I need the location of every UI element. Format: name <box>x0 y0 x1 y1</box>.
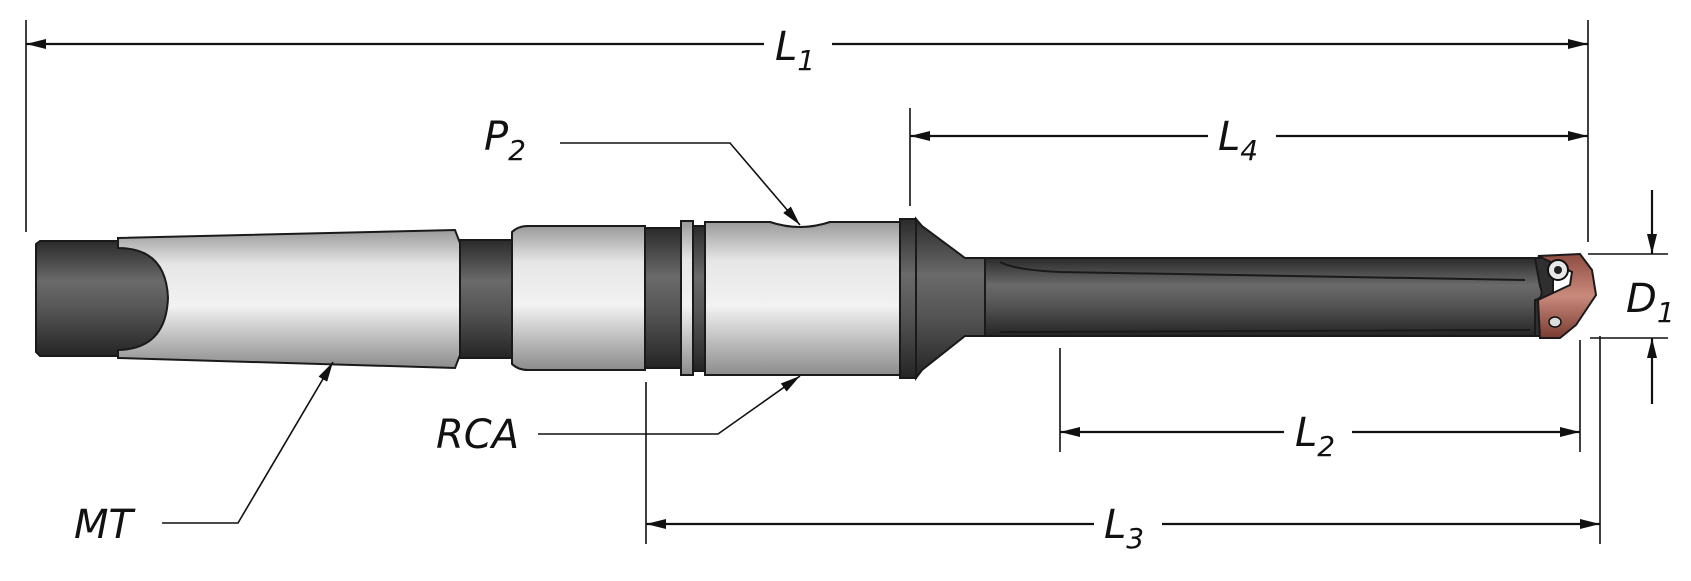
svg-text:L1: L1 <box>775 24 815 77</box>
tool-body <box>35 216 1598 381</box>
MT-label: MT <box>74 502 137 548</box>
callout-P2: P2 <box>484 114 801 226</box>
drill-flute <box>999 261 1531 333</box>
D1-label: D <box>1626 276 1657 322</box>
dimension-L3: L3 <box>646 502 1600 555</box>
holder-flange <box>899 218 917 379</box>
L1-label: L <box>775 24 797 70</box>
dimension-L1: L1 <box>26 24 1588 77</box>
RCA-label: RCA <box>436 412 519 458</box>
shank-tang <box>35 240 170 357</box>
holder-ring-gap <box>692 225 706 372</box>
svg-text:L3: L3 <box>1104 502 1144 555</box>
callout-MT: MT <box>74 361 334 548</box>
L4-label: L <box>1218 114 1240 160</box>
holder-collar <box>511 225 646 371</box>
L2-subscript: 2 <box>1317 430 1335 463</box>
L3-label: L <box>1104 502 1126 548</box>
dimension-D1: D1 <box>1626 190 1675 404</box>
holder-main-body <box>704 221 901 376</box>
callout-RCA: RCA <box>436 375 801 458</box>
svg-text:L4: L4 <box>1218 114 1258 167</box>
svg-text:L2: L2 <box>1295 410 1335 463</box>
svg-text:D1: D1 <box>1626 276 1675 329</box>
drill-body <box>984 257 1544 337</box>
holder-groove <box>644 227 682 369</box>
holder-ring <box>680 220 694 376</box>
L4-subscript: 4 <box>1240 134 1258 167</box>
svg-text:P2: P2 <box>484 114 526 167</box>
L2-label: L <box>1295 410 1317 456</box>
P2-label: P <box>484 114 509 160</box>
D1-subscript: 1 <box>1657 296 1675 329</box>
shank-neck <box>459 239 513 359</box>
morse-taper-shank <box>117 228 461 370</box>
torx-screw-icon <box>1547 259 1569 281</box>
dimension-L4: L4 <box>910 114 1588 167</box>
L1-subscript: 1 <box>797 44 815 77</box>
coolant-hole-icon <box>1548 316 1562 328</box>
L3-subscript: 3 <box>1126 522 1144 555</box>
dimension-L2: L2 <box>1060 410 1580 463</box>
P2-subscript: 2 <box>508 134 526 167</box>
holder-cone <box>915 216 986 381</box>
